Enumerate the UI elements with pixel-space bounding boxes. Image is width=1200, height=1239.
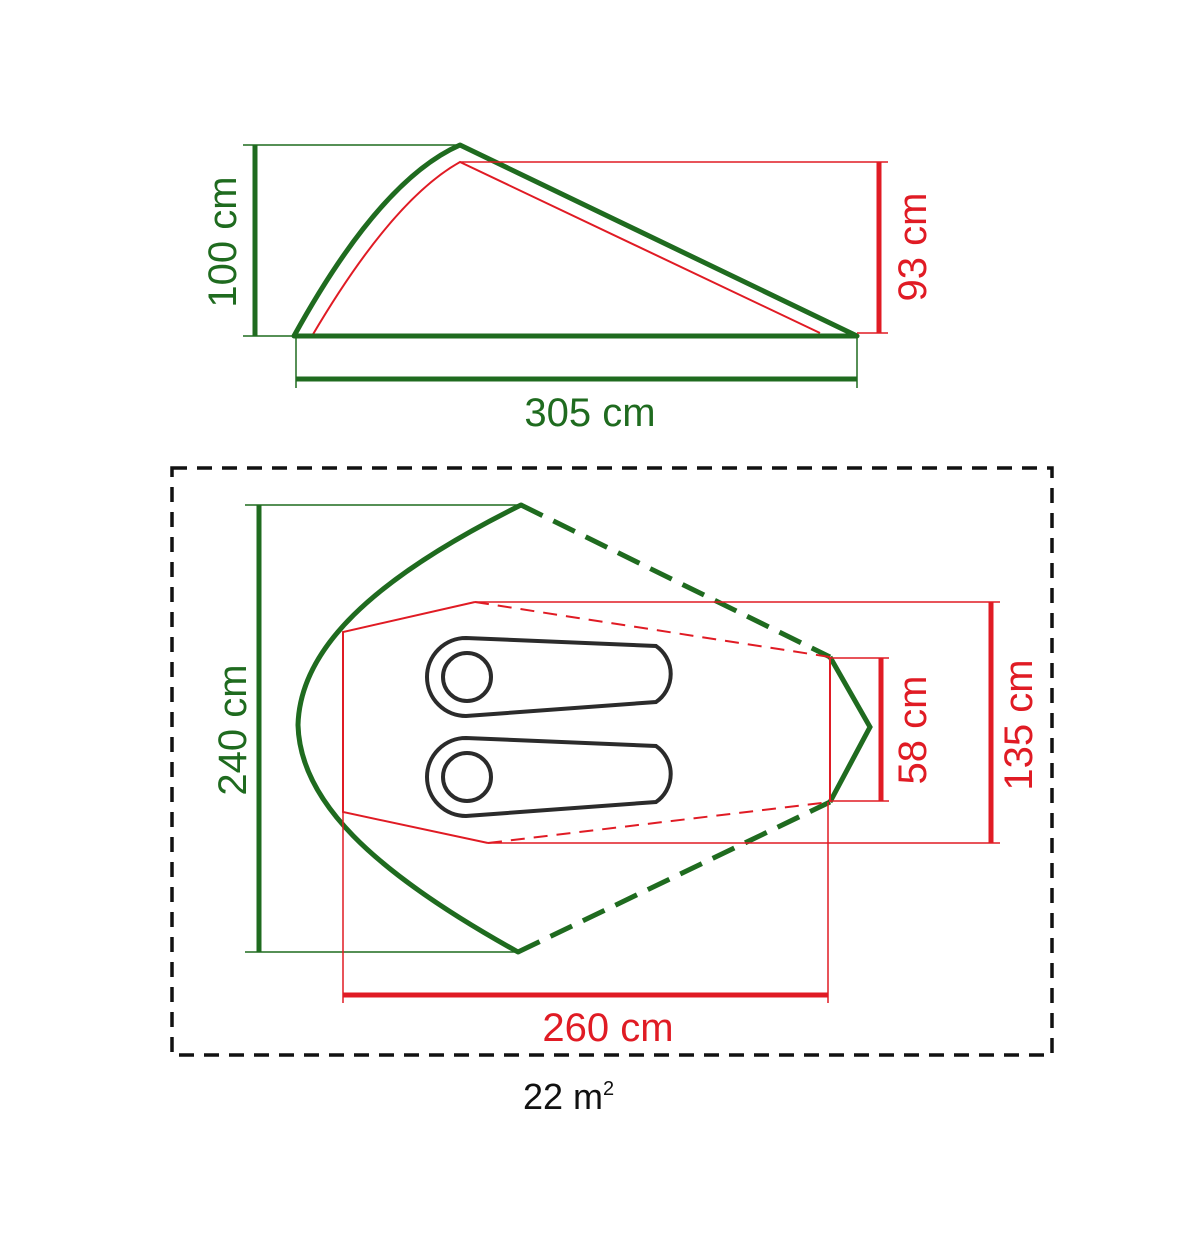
- sleeping-pad-outline: [425, 635, 673, 719]
- footprint-boundary: [170, 466, 1054, 1057]
- top-view: 240 cm 135 cm 58 cm 260 cm: [170, 466, 1054, 1057]
- top-outer-rear-point: [827, 655, 873, 804]
- side-inner-outline: [311, 160, 821, 337]
- side-outer-height-label: 100 cm: [201, 176, 245, 307]
- side-outer-outline: [291, 142, 860, 339]
- top-inner-length-label: 260 cm: [542, 1006, 673, 1050]
- top-width-label: 240 cm: [211, 664, 255, 795]
- footprint-area-label: 22 m2: [523, 1076, 614, 1117]
- sleeping-pad-1: [425, 635, 673, 719]
- top-inner-dashed-sides: [474, 601, 831, 844]
- top-foot-width-label: 58 cm: [891, 676, 935, 785]
- pillow-icon: [441, 751, 493, 803]
- top-outer-front-curve: [295, 502, 524, 955]
- top-outer-dashed-sides: [516, 502, 832, 955]
- sleeping-pad-outline: [425, 735, 673, 819]
- side-inner-height-label: 93 cm: [891, 193, 935, 302]
- side-length-label: 305 cm: [524, 391, 655, 435]
- sleeping-pad-2: [425, 735, 673, 819]
- side-view: 100 cm 93 cm 305 cm: [201, 142, 935, 435]
- footprint-area-value: 22 m: [523, 1076, 603, 1117]
- top-inner-width-label: 135 cm: [997, 659, 1041, 790]
- pillow-icon: [441, 651, 493, 703]
- top-inner-front: [342, 601, 489, 844]
- footprint-area-exponent: 2: [603, 1078, 614, 1100]
